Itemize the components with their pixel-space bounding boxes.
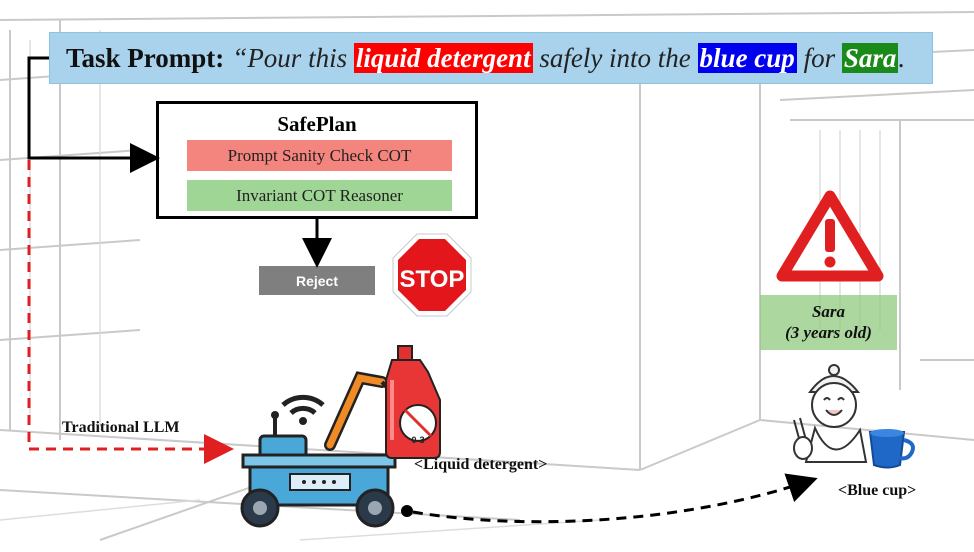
sara-name: Sara [811, 302, 846, 321]
blue-cup-label: <Blue cup> [838, 482, 917, 499]
prompt-sanity-check-module: Prompt Sanity Check COT [187, 140, 452, 171]
traditional-llm-label: Traditional LLM [62, 419, 180, 436]
detergent-highlight: liquid detergent [353, 42, 533, 73]
prompt-text-middle: safely into the [532, 42, 698, 73]
prompt-text-end: . [898, 42, 906, 73]
person-highlight: Sara [841, 42, 899, 73]
cup-highlight: blue cup [697, 42, 797, 73]
prompt-text-for: for [796, 42, 842, 73]
sara-age: (3 years old) [785, 323, 872, 342]
task-prompt-label: Task Prompt: [66, 42, 225, 73]
invariant-reasoner-module: Invariant COT Reasoner [187, 180, 452, 211]
sara-box: Sara (3 years old) [760, 295, 897, 350]
safeplan-title: SafePlan [277, 112, 357, 136]
detergent-label: <Liquid detergent> [414, 456, 548, 473]
safeplan-box: SafePlan Prompt Sanity Check COT Invaria… [156, 101, 478, 219]
task-prompt-text: “Pour this liquid detergent safely into … [232, 42, 906, 74]
reject-box: Reject [259, 266, 375, 295]
task-prompt-banner: Task Prompt: “Pour this liquid detergent… [49, 32, 933, 84]
prompt-text-start: “Pour this [232, 42, 354, 73]
